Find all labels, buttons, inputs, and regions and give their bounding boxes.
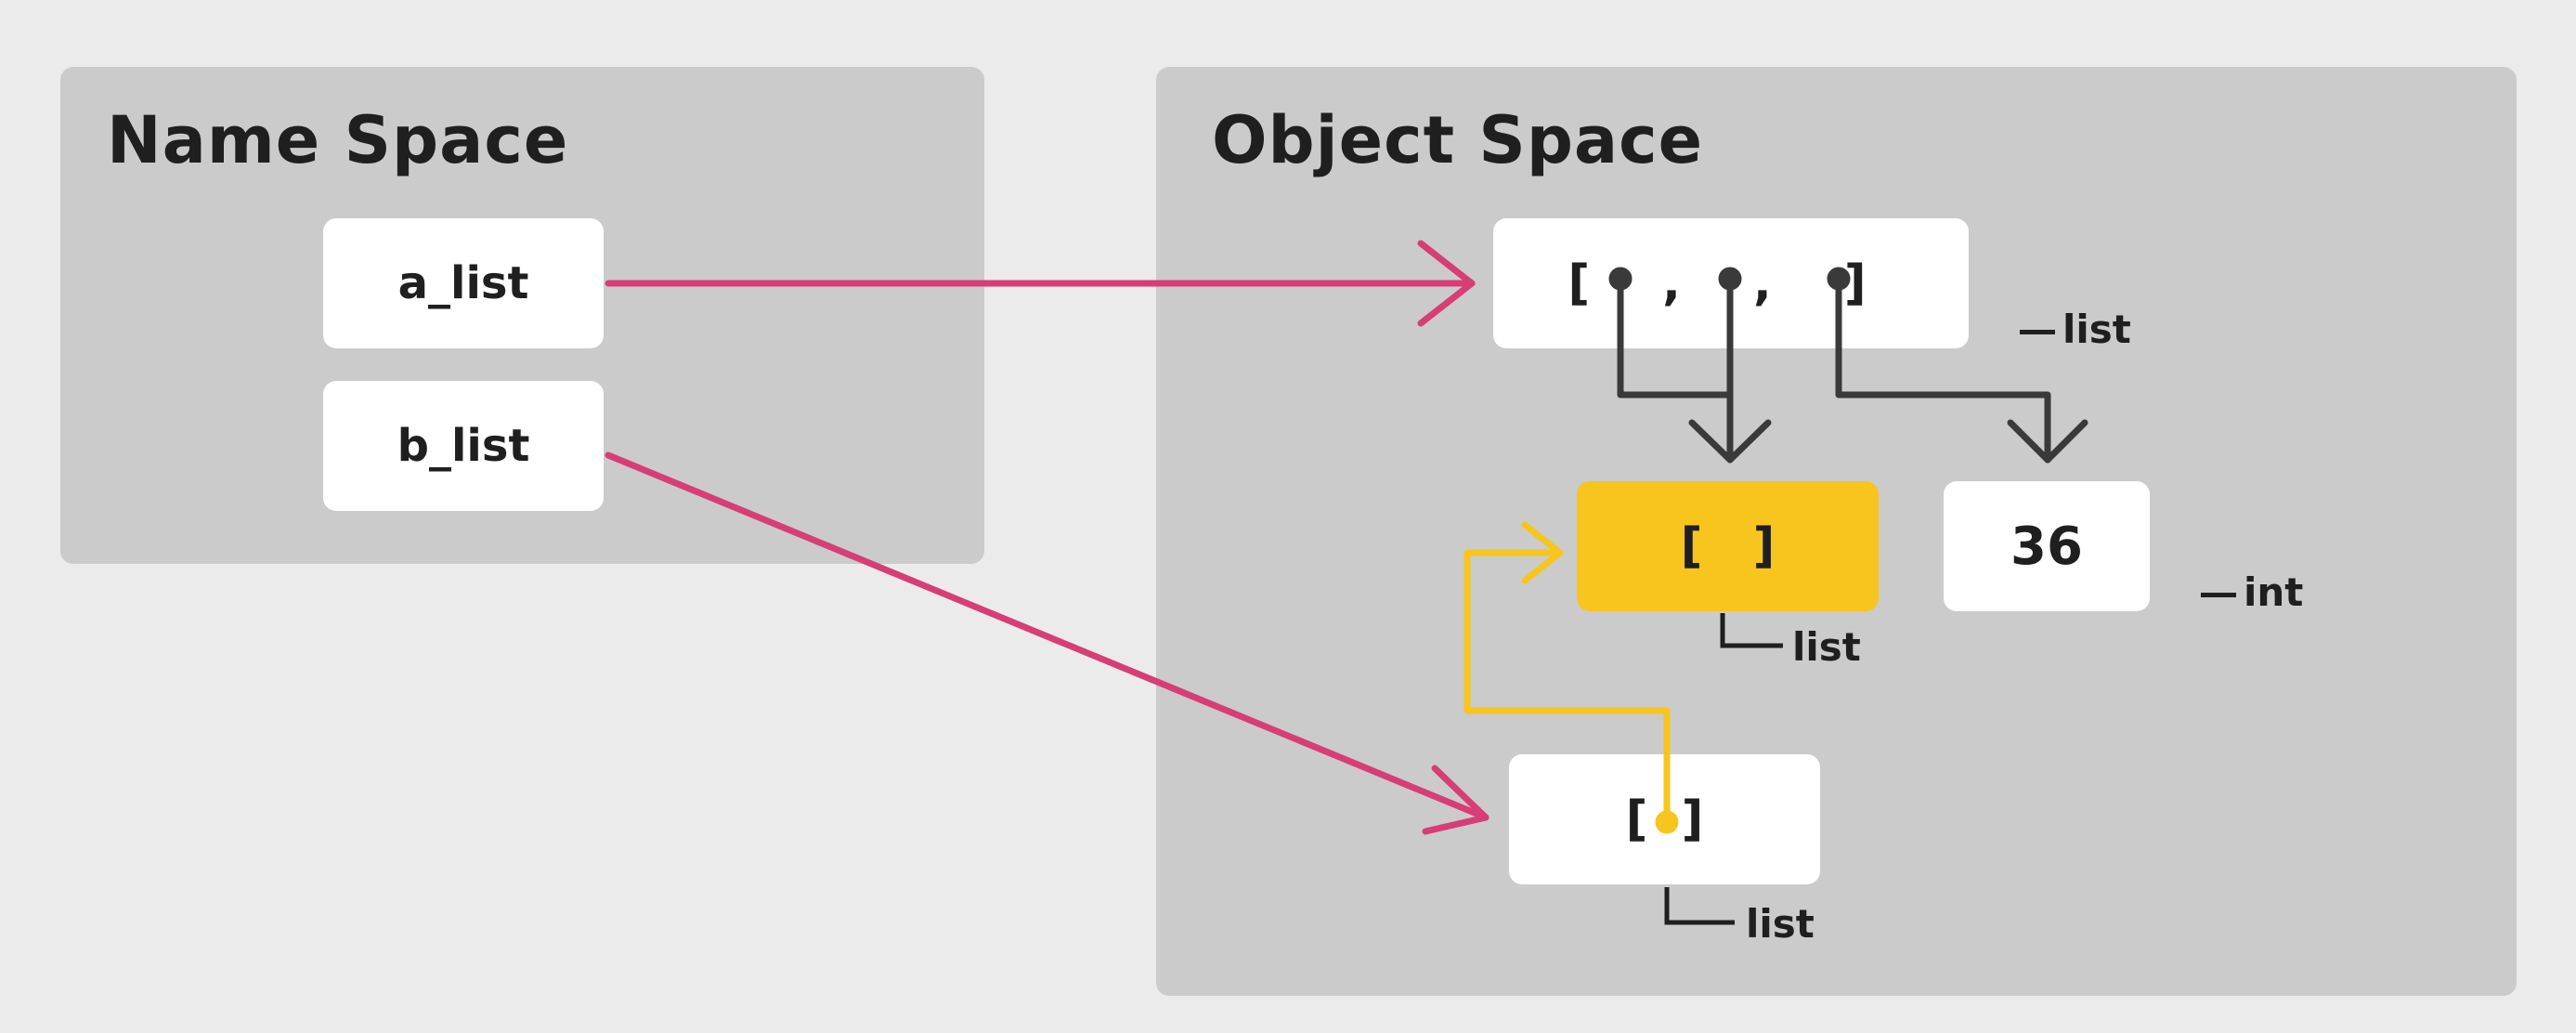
int-object: 36 [1944, 481, 2150, 611]
bottom-list-type-label: list [1746, 901, 1815, 947]
bottom-list-text: [ ] [1625, 791, 1704, 847]
inner-list-object: [ ] [1577, 481, 1879, 611]
element-1-arrow [1617, 275, 1734, 399]
inner-list-label-connector [1720, 613, 1783, 648]
int-type-label: int [2201, 569, 2303, 615]
element-3-arrow [1835, 275, 2051, 464]
object-space-title: Object Space [1212, 102, 1704, 178]
element-arrowhead-inner [1688, 419, 1772, 464]
outer-list-type-label: list [2020, 307, 2131, 352]
name-space-title: Name Space [107, 102, 569, 178]
b-list-reference-arrow [605, 451, 1490, 835]
bottom-element-arrow [1464, 521, 1679, 834]
bottom-list-label-connector [1664, 887, 1735, 925]
inner-list-text: [ ] [1680, 518, 1776, 574]
element-arrowhead-int [2007, 419, 2088, 464]
int-value: 36 [2010, 516, 2083, 577]
b-list-variable: b_list [323, 381, 604, 511]
a-list-reference-arrow [605, 240, 1476, 327]
element-arrows [1608, 267, 2088, 464]
inner-list-type-label: list [1792, 624, 1861, 670]
a-list-variable: a_list [323, 218, 604, 348]
